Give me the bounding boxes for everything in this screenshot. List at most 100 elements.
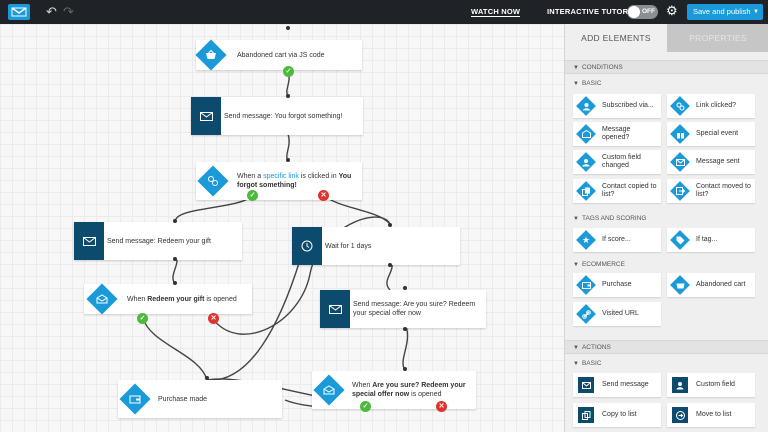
card-if-tag[interactable]: If tag... — [667, 228, 755, 252]
card-send-message[interactable]: Send message — [573, 373, 661, 397]
envelope-logo-icon[interactable] — [8, 4, 30, 20]
no-badge: ✕ — [436, 401, 447, 412]
envelope-sent-icon — [672, 154, 688, 170]
watch-now-link[interactable]: WATCH NOW — [471, 7, 521, 17]
connector-dot[interactable] — [403, 367, 407, 371]
subsection-basic[interactable]: ▼BASIC — [565, 77, 768, 91]
node-when-link-clicked[interactable]: When a specific link is clicked in You f… — [196, 162, 362, 200]
no-badge: ✕ — [208, 313, 219, 324]
card-message-sent[interactable]: Message sent — [667, 150, 755, 174]
envelope-open-icon — [578, 126, 594, 142]
chevron-down-icon: ▼ — [573, 216, 579, 222]
card-contact-moved[interactable]: Contact moved to list? — [667, 179, 755, 203]
user-field-icon — [672, 377, 688, 393]
section-title: ECOMMERCE — [581, 261, 625, 268]
envelope-icon — [578, 377, 594, 393]
chevron-down-icon: ▼ — [573, 262, 579, 268]
card-purchase[interactable]: Purchase — [573, 273, 661, 297]
node-when-redeem-opened[interactable]: When Redeem your gift is opened — [84, 283, 252, 315]
panel-tabs: ADD ELEMENTS PROPERTIES — [565, 24, 768, 52]
node-wait[interactable]: Wait for 1 days — [292, 227, 460, 265]
node-label: Wait for 1 days — [325, 242, 372, 250]
card-label: Send message — [602, 381, 649, 388]
shopping-basket-icon — [200, 44, 222, 66]
label-text: When — [352, 382, 373, 389]
card-message-opened[interactable]: Message opened? — [573, 122, 661, 146]
card-if-score[interactable]: ★ If score... — [573, 228, 661, 252]
specific-link[interactable]: specific link — [263, 173, 299, 180]
section-conditions[interactable]: ▼CONDITIONS — [565, 60, 768, 74]
tutorial-toggle[interactable]: OFF — [627, 5, 658, 19]
section-title: BASIC — [581, 80, 602, 87]
connector-dot[interactable] — [205, 376, 209, 380]
clock-icon — [292, 227, 322, 265]
card-label: Visited URL — [602, 310, 639, 317]
card-subscribed-via[interactable]: Subscribed via... — [573, 94, 661, 118]
node-label: When Redeem your gift is opened — [127, 284, 237, 314]
elements-panel: ADD ELEMENTS PROPERTIES ▼CONDITIONS ▼BAS… — [564, 24, 768, 432]
tab-properties[interactable]: PROPERTIES — [667, 24, 768, 52]
card-custom-field[interactable]: Custom field — [667, 373, 755, 397]
subsection-ecommerce[interactable]: ▼ECOMMERCE — [565, 258, 768, 272]
card-label: Contact moved to list? — [696, 183, 751, 198]
card-abandoned-cart[interactable]: Abandoned cart — [667, 273, 755, 297]
connector-dot[interactable] — [403, 327, 407, 331]
user-plus-icon — [578, 98, 594, 114]
card-contact-copied[interactable]: Contact copied to list? — [573, 179, 661, 203]
node-label: Abandoned cart via JS code — [237, 51, 325, 59]
card-visited-url[interactable]: Visited URL — [573, 302, 661, 326]
label-text: When a — [237, 173, 264, 180]
card-label: Message opened? — [602, 126, 631, 141]
node-label: When Are you sure? Redeem your special o… — [352, 371, 474, 409]
tab-add-elements[interactable]: ADD ELEMENTS — [565, 24, 667, 52]
card-label: Custom field — [696, 381, 735, 388]
node-label: Purchase made — [158, 395, 208, 403]
section-actions[interactable]: ▼ACTIONS — [565, 340, 768, 354]
card-label: If tag... — [696, 236, 718, 243]
subsection-actions-basic[interactable]: ▼BASIC — [565, 357, 768, 371]
interactive-tutorial-label: INTERACTIVE TUTORIAL — [547, 7, 641, 16]
wire-wait-to-purchase — [206, 259, 301, 381]
card-label: Copy to list — [602, 411, 637, 418]
card-copy-to-list[interactable]: Copy to list — [573, 403, 661, 427]
subsection-tags-scoring[interactable]: ▼TAGS AND SCORING — [565, 212, 768, 226]
connector-dot[interactable] — [173, 281, 177, 285]
gear-icon[interactable]: ⚙ — [666, 3, 678, 18]
card-custom-field-changed[interactable]: Custom field changed — [573, 150, 661, 174]
wallet-icon — [578, 277, 594, 293]
workflow-canvas[interactable]: Abandoned cart via JS code Send message:… — [0, 24, 564, 432]
connector-dot[interactable] — [286, 26, 290, 30]
card-link-clicked[interactable]: Link clicked? — [667, 94, 755, 118]
save-and-publish-button[interactable]: Save and publish ▼ — [687, 4, 763, 20]
connector-dot[interactable] — [403, 286, 407, 290]
connector-dot[interactable] — [388, 223, 392, 227]
caret-down-icon[interactable]: ▼ — [753, 9, 759, 15]
node-send-sure[interactable]: Send message: Are you sure? Redeem your … — [320, 290, 486, 328]
gift-icon — [672, 126, 688, 142]
card-move-to-list[interactable]: Move to list — [667, 403, 755, 427]
connector-dot[interactable] — [286, 158, 290, 162]
node-purchase-made[interactable]: Purchase made — [118, 380, 282, 418]
wire-sure-to-when — [402, 325, 409, 371]
node-when-sure-opened[interactable]: When Are you sure? Redeem your special o… — [312, 371, 476, 409]
card-label: Message sent — [696, 158, 740, 165]
node-send-redeem[interactable]: Send message: Redeem your gift — [74, 222, 242, 260]
link-icon — [578, 306, 594, 322]
card-label: Purchase — [602, 281, 632, 288]
undo-icon[interactable]: ↶ — [46, 4, 57, 19]
connector-dot[interactable] — [286, 94, 290, 98]
connector-dot[interactable] — [388, 263, 392, 267]
node-send-forgot[interactable]: Send message: You forgot something! — [191, 97, 363, 135]
wire-forgot-to-when — [286, 133, 290, 162]
yes-badge: ✓ — [247, 190, 258, 201]
link-icon — [672, 98, 688, 114]
connector-dot[interactable] — [173, 219, 177, 223]
card-special-event[interactable]: Special event — [667, 122, 755, 146]
section-title: ACTIONS — [581, 344, 611, 351]
shopping-basket-icon — [672, 277, 688, 293]
connector-dot[interactable] — [173, 257, 177, 261]
node-abandoned-cart[interactable]: Abandoned cart via JS code — [195, 39, 362, 71]
node-label: Send message: Are you sure? Redeem your … — [353, 301, 476, 317]
redo-icon[interactable]: ↷ — [63, 4, 74, 19]
top-bar: ↶ ↷ WATCH NOW INTERACTIVE TUTORIAL OFF ⚙… — [0, 0, 768, 24]
